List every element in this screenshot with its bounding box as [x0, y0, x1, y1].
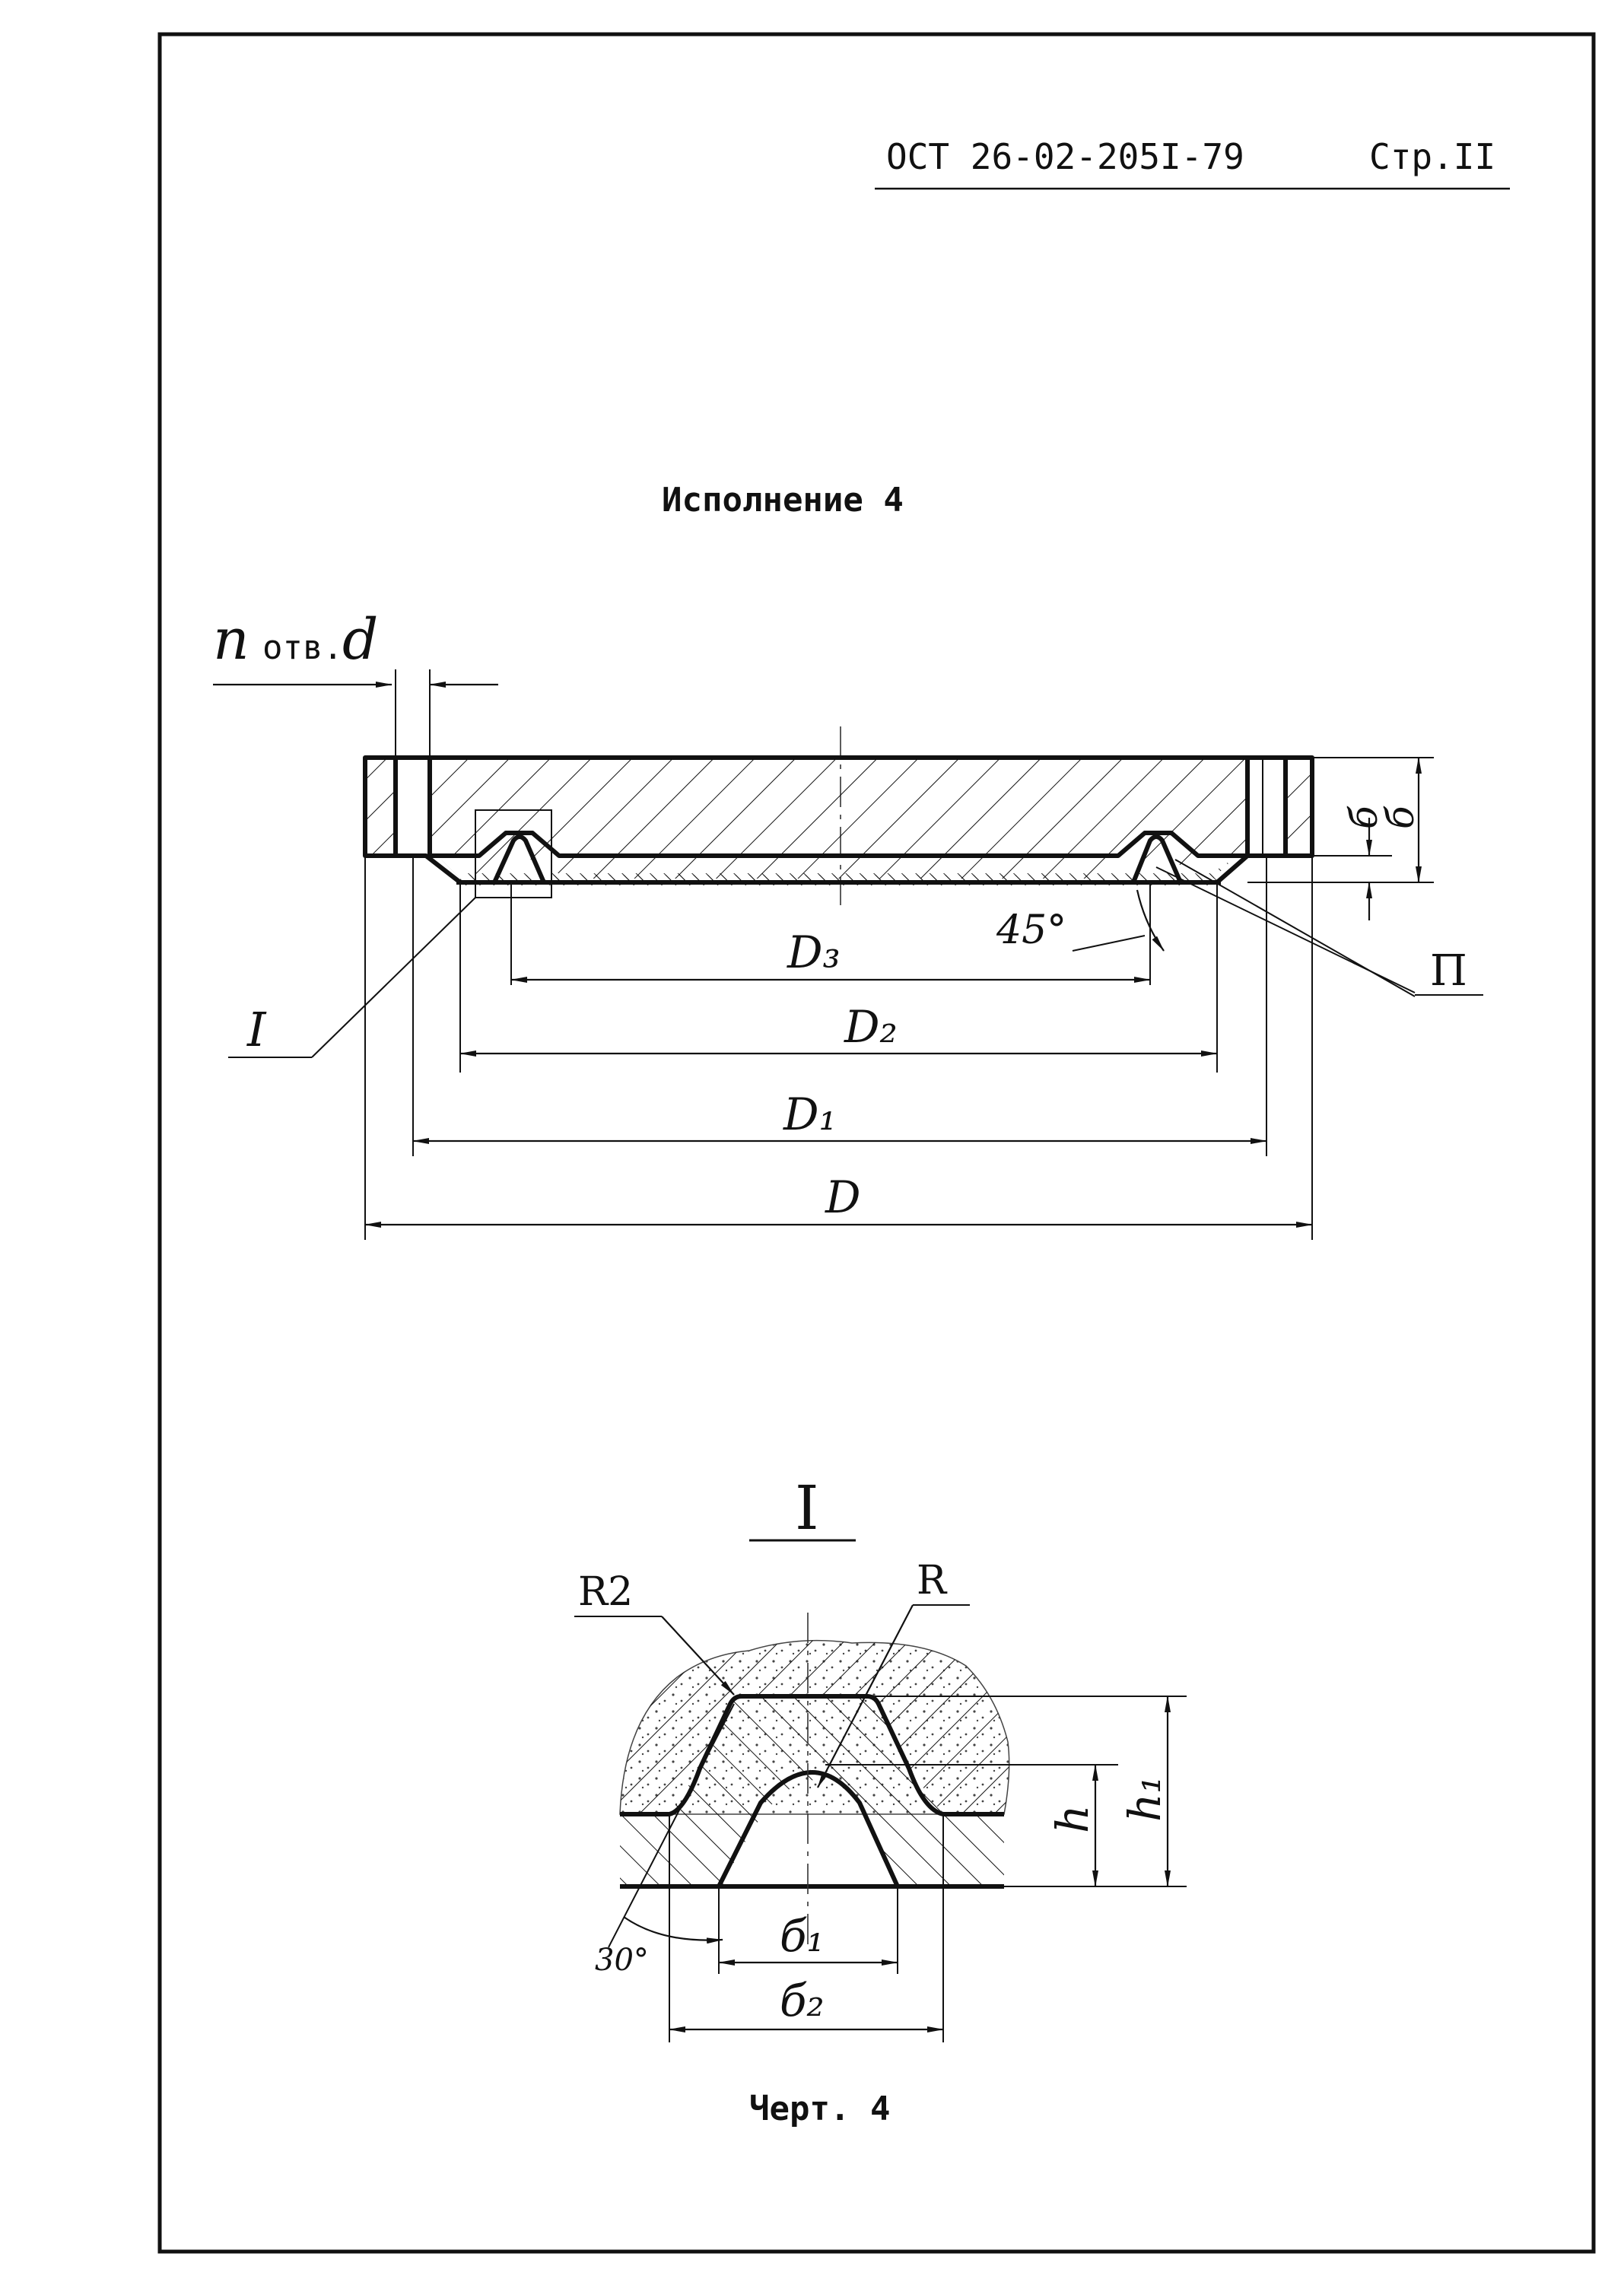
flange-body-hatch	[430, 758, 1247, 879]
right-ridge	[1131, 834, 1183, 884]
page-frame	[157, 32, 1596, 2254]
dim-label-h1: h₁	[1119, 1775, 1171, 1822]
dim-label-D3: D₃	[787, 926, 841, 978]
dim-label-D1: D₁	[783, 1089, 837, 1140]
angle-label-45: 45°	[996, 907, 1066, 953]
angle-arc-45	[1136, 889, 1165, 952]
flange-right-lug-hatch	[1286, 758, 1312, 856]
dim-label-h: h	[1047, 1805, 1098, 1833]
detail-ridge-hatch	[620, 1696, 1004, 1886]
holes-count-symbol: n	[213, 607, 249, 672]
standard-number: ОСТ 26-02-205I-79	[886, 136, 1244, 177]
header: ОСТ 26-02-205I-79 Стр.II	[875, 136, 1510, 190]
angle-arc-30	[623, 1916, 723, 1944]
detail-groove-outline	[717, 1770, 900, 1888]
inner-step-line	[430, 831, 1247, 858]
dim-label-D2: D₂	[844, 1001, 898, 1053]
figure-caption: Черт. 4	[749, 2090, 890, 2128]
label-detail-I-ref: I	[246, 1002, 267, 1057]
angle-leader-45	[1072, 935, 1146, 952]
label-R: R	[917, 1558, 948, 1603]
holes-text: отв.	[262, 628, 343, 667]
detail-frame	[475, 809, 552, 898]
dim-label-thickness-2: б	[1378, 806, 1422, 829]
dim-label-thickness-1: б	[1342, 806, 1386, 829]
label-R2: R2	[578, 1569, 633, 1615]
leader-R	[817, 1604, 914, 1788]
flange-left-lug-hatch	[365, 758, 396, 856]
left-ridge	[492, 834, 546, 884]
detail-title: I	[795, 1473, 819, 1543]
detail-ridge-outline	[620, 1694, 1004, 1816]
holes-label: n отв. d	[213, 607, 498, 688]
leader-P-b	[1174, 859, 1416, 997]
variant-title: Исполнение 4	[662, 481, 904, 520]
dim-label-b1: б₁	[780, 1910, 825, 1962]
flange-section-view: D₃ D₂ D₁ D б б 45° П I	[228, 669, 1483, 1240]
dim-label-D: D	[825, 1171, 861, 1223]
angle-30-ref	[608, 1703, 735, 1948]
page-number: Стр.II	[1369, 136, 1495, 177]
leader-R2	[661, 1616, 735, 1696]
detail-view-I: I h h₁ б₁ б₂ 30°	[574, 1473, 1187, 2042]
holes-diameter-symbol: d	[342, 607, 378, 672]
angle-label-30: 30°	[595, 1943, 649, 1978]
dim-label-b2: б₂	[780, 1975, 825, 2026]
leader-detail-I	[311, 897, 476, 1058]
label-P: П	[1430, 946, 1467, 996]
